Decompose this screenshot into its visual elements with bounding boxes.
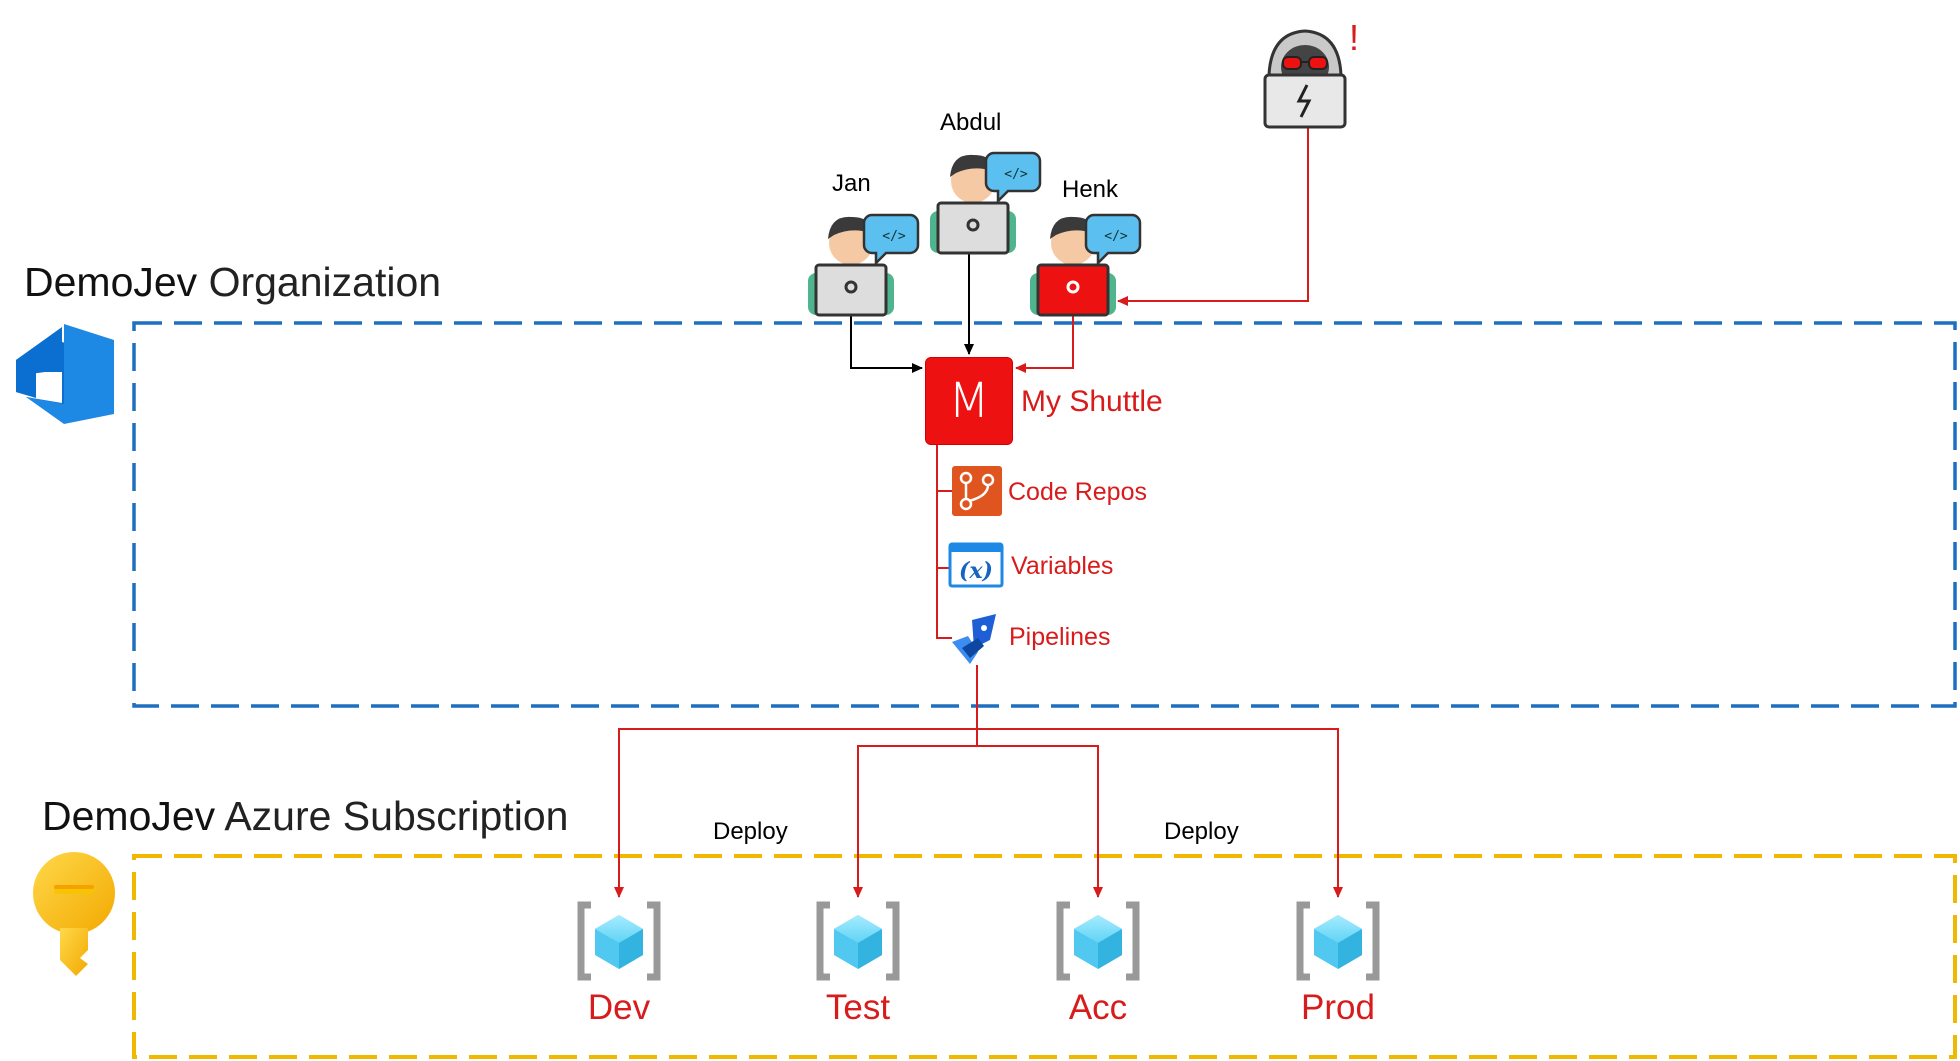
svg-text:(x): (x) — [959, 558, 993, 584]
svg-text:</>: </> — [1104, 229, 1128, 244]
resource-group-icon — [1296, 901, 1380, 981]
repos-icon — [952, 466, 1002, 516]
alert-mark: ! — [1349, 17, 1360, 58]
environment-label-prod[interactable]: Prod — [1301, 988, 1375, 1027]
organization-suffix: Organization — [208, 259, 442, 305]
hacker-icon — [1263, 29, 1347, 129]
access-connectors — [850, 128, 1309, 373]
project-item-pipelines[interactable]: Pipelines — [1009, 623, 1111, 651]
project-tree — [936, 445, 952, 639]
developer-icon-compromised: </> — [1030, 213, 1142, 317]
resource-group-icon — [816, 901, 900, 981]
person-label-jan: Jan — [832, 170, 871, 197]
project-badge[interactable]: M — [926, 358, 1012, 444]
deploy-label: Deploy — [713, 818, 788, 845]
developer-icon: </> — [808, 213, 920, 317]
subscription-title: DemoJev Azure Subscription — [42, 796, 568, 837]
environment-label-dev[interactable]: Dev — [587, 988, 651, 1027]
svg-text:</>: </> — [882, 229, 906, 244]
azure-devops-icon — [16, 324, 114, 424]
deploy-connectors — [614, 665, 1343, 898]
variables-icon: (x) — [948, 542, 1004, 588]
resource-group-icon — [577, 901, 661, 981]
deploy-label: Deploy — [1164, 818, 1239, 845]
subscription-suffix: Azure Subscription — [224, 793, 569, 839]
person-label-abdul: Abdul — [940, 109, 1002, 136]
organization-name: DemoJev — [24, 259, 198, 305]
resource-group-icon — [1056, 901, 1140, 981]
svg-text:</>: </> — [1004, 167, 1028, 182]
organization-boundary — [132, 321, 1957, 708]
project-item-code-repos[interactable]: Code Repos — [1008, 478, 1147, 506]
subscription-name: DemoJev — [42, 793, 216, 839]
project-item-variables[interactable]: Variables — [1011, 552, 1114, 580]
project-name[interactable]: My Shuttle — [1021, 385, 1163, 418]
pipelines-icon — [952, 614, 996, 664]
key-icon — [33, 852, 115, 976]
developer-icon: </> — [930, 151, 1042, 255]
subscription-boundary — [132, 854, 1957, 1059]
organization-title: DemoJev Organization — [24, 262, 441, 303]
environment-label-acc[interactable]: Acc — [1068, 988, 1128, 1027]
person-label-henk: Henk — [1062, 176, 1119, 203]
environment-label-test[interactable]: Test — [825, 988, 891, 1027]
